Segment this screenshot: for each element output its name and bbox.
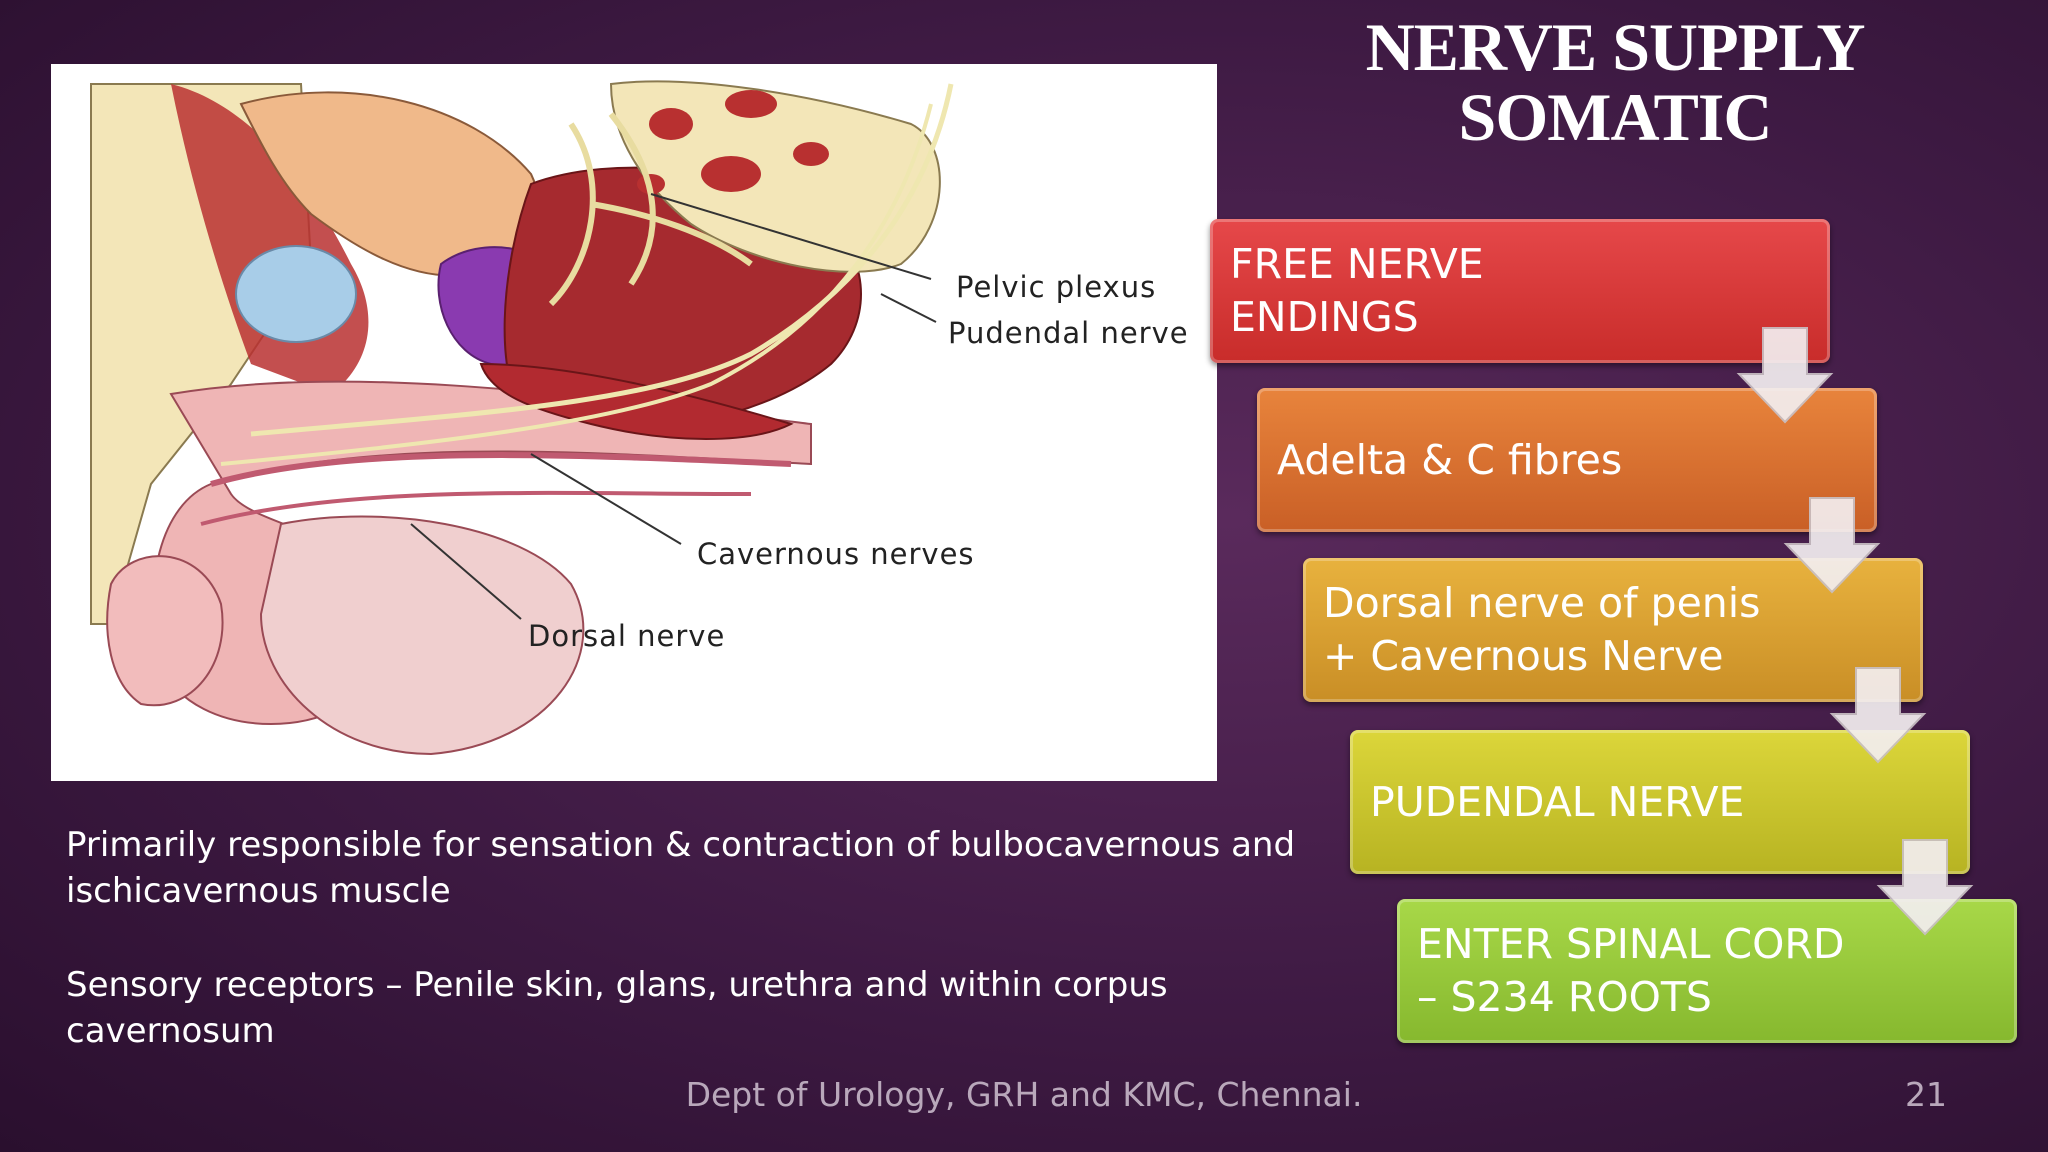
flow-step-dorsal-cavernous: Dorsal nerve of penis + Cavernous Nerve: [1303, 558, 1923, 702]
anatomy-drawing: [90, 80, 954, 756]
label-pudendal-nerve: Pudendal nerve: [948, 316, 1189, 350]
slide-title: NERVE SUPPLY SOMATIC: [1290, 12, 1940, 152]
description-paragraph-2: Sensory receptors – Penile skin, glans, …: [66, 965, 1168, 1051]
flow-step-adelta-c-fibres: Adelta & C fibres: [1257, 388, 1877, 532]
flow-step-5-line-1: ENTER SPINAL CORD: [1417, 920, 1845, 968]
label-cavernous-nerves: Cavernous nerves: [697, 537, 975, 571]
down-arrow-icon: [1876, 839, 1974, 936]
anatomy-illustration: Pelvic plexus Pudendal nerve Cavernous n…: [51, 64, 1217, 781]
flow-step-3-line-2: + Cavernous Nerve: [1323, 632, 1724, 680]
down-arrow-icon: [1829, 667, 1927, 764]
flow-step-3-line-1: Dorsal nerve of penis: [1323, 579, 1761, 627]
slide-number: 21: [1905, 1075, 1947, 1114]
flow-step-free-nerve-endings: FREE NERVE ENDINGS: [1210, 219, 1830, 363]
title-line-1: NERVE SUPPLY: [1365, 9, 1866, 85]
flow-step-2-line-1: Adelta & C fibres: [1277, 435, 1623, 484]
flow-step-5-line-2: – S234 ROOTS: [1417, 973, 1712, 1021]
title-line-2: SOMATIC: [1458, 79, 1773, 155]
slide-footer: Dept of Urology, GRH and KMC, Chennai.: [685, 1075, 1363, 1114]
flow-step-spinal-cord: ENTER SPINAL CORD – S234 ROOTS: [1397, 899, 2017, 1043]
description-line-2: ischicavernous muscle: [66, 871, 451, 911]
down-arrow-icon: [1736, 327, 1834, 424]
down-arrow-icon: [1783, 497, 1881, 594]
label-dorsal-nerve: Dorsal nerve: [528, 619, 726, 653]
description-paragraph-1: Primarily responsible for sensation & co…: [66, 822, 1306, 914]
description-line-1: Primarily responsible for sensation & co…: [66, 825, 1296, 865]
flow-step-1-line-1: FREE NERVE: [1230, 240, 1484, 288]
label-pelvic-plexus: Pelvic plexus: [956, 270, 1157, 304]
flow-step-1-line-2: ENDINGS: [1230, 293, 1419, 341]
flow-step-pudendal-nerve: PUDENDAL NERVE: [1350, 730, 1970, 874]
flow-step-4-line-1: PUDENDAL NERVE: [1370, 777, 1745, 826]
